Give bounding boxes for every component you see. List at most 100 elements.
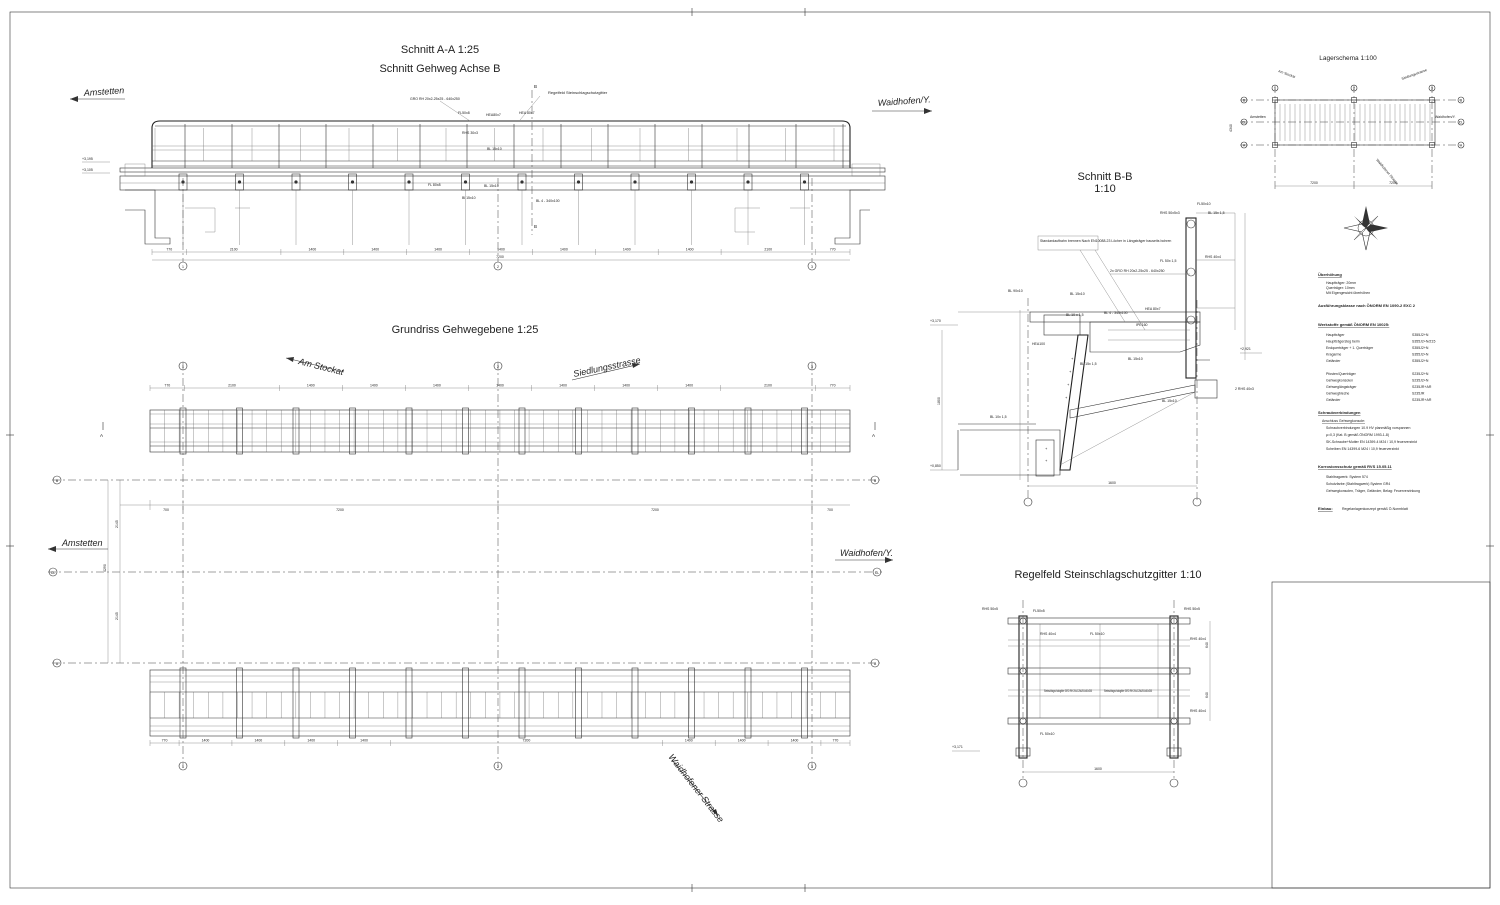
bearing-axis-b-right: B [1460,99,1463,103]
notes-line-1-1: Querträger: 10mm [1326,286,1355,290]
notes-heading-2: Ausführungsklasse nach ÖNORM EN 1090-2 E… [1318,303,1416,308]
dimension-label: 1400 [496,384,504,388]
aa-axis-2: 2 [497,265,499,269]
right-arrowhead-aa [924,108,932,114]
section-bb-title: Schnitt B-B [1077,171,1132,183]
plan-section-mark-right: A [872,433,875,438]
plan-mid-dim-2: 7200 [651,508,659,512]
bearing-label-bottom: Waidhofener Strasse [1375,158,1399,186]
bearing-label-top-0: Am Stockat [1278,69,1296,79]
bearing-grid [1272,97,1435,148]
aa-axis-3: 3 [811,265,813,269]
material-name: Gehwegkonsolen [1326,379,1353,383]
bolt [294,180,298,184]
notes-line-5-1: Schutzfarbe (Stahltragwerk) System GR4 [1326,482,1390,486]
plan-axis-col-3-top: 3 [811,365,813,369]
sheet-frame [9,11,1491,889]
notes-heading-6: Einbau: [1318,506,1333,511]
notes-line-4-1: Schraubverbindungen 10.9 HV planmäßig vo… [1326,426,1410,430]
aa-left-direction: Amstetten [82,85,124,98]
panel-dim-side-1: 640 [1205,692,1209,698]
bb-label-1: BL 15x 1,5 [1208,211,1225,215]
dimension-label: 1400 [360,739,368,743]
svg-text:+: + [1071,356,1074,361]
aa-label-4: FL 80x8 [428,183,441,187]
aa-level-left2: +3,105 [82,168,93,172]
panel-label-1: FL50x5 [1033,609,1045,613]
panel-dim-side-0: 640 [1205,642,1209,648]
dimension-label: 1400 [370,384,378,388]
bb-callout-top: FL50x10 [1197,202,1211,206]
material-grade: S235JR+AR [1412,398,1432,402]
dimension-label: 770 [166,248,172,252]
aa-label-2: RHS 30x3 [462,131,478,135]
notes-line-1-0: Hauptträger: 20mm [1326,281,1356,285]
aa-level-left: +3,195 [82,157,93,161]
aa-label-5: BL 4 - 340x100 [536,199,560,203]
bearing-axis-col-3: 3 [1431,87,1433,91]
material-name: Geländer [1326,359,1341,363]
dimension-label: 1400 [738,739,746,743]
notes-line-5-0: Stahltragwerk: System 574 [1326,475,1368,479]
panel-label-0: RHS 50x5 [982,607,998,611]
svg-text:+: + [1045,446,1048,451]
plan-axis-cl-left: CL [51,571,56,575]
notes-heading-1: Überhöhung [1318,272,1342,277]
panel-label-7: Steinschlagschutzgitter GRO RH 20x2-25x2… [1104,689,1152,693]
bolt [633,180,637,184]
panel-label-8: FL 50x10 [1040,732,1055,736]
bearing-title: Lagerschema 1:100 [1319,55,1377,62]
dimension-label: 1400 [686,248,694,252]
notes-line-6: Regelanlagenkonzept gemäß Ö-Normblatt [1342,507,1408,511]
plan-mid-dim-0: 700 [163,508,169,512]
dimension-label: 7200 [523,739,531,743]
material-grade: S355J2+N [1412,333,1429,337]
material-name: Kragarme [1326,353,1341,357]
material-grade: S235J2+N [1412,372,1429,376]
abutment-right [834,189,870,245]
bb-level-left: +3,170 [930,319,941,323]
panel-top-rail [1007,617,1191,625]
aa-dim-total: 7200 [496,255,504,259]
plan-section-mark-left: A [100,433,103,438]
plan-axis-b-left: B [56,479,59,483]
dimension-label: 1400 [433,384,441,388]
bb-callout-profile: 2x GRO RH 20x2-25x25 - 640x250 [1110,269,1165,273]
bearing-label-top-1: Siedlungsstrasse [1401,68,1427,81]
dimension-label: 2100 [764,248,772,252]
bb-label-7: BL 4 - 340x100 [1104,311,1128,315]
plan-post [575,667,582,739]
aa-section-mark-top: B [534,84,537,89]
aa-label-3: BL 15x10 [487,147,502,151]
left-arrowhead-aa [70,96,78,102]
plan-left-direction: Amstetten [61,538,103,548]
section-aa-subtitle: Schnitt Gehweg Achse B [379,63,500,75]
plan-post [292,667,300,739]
panel-level: +3,171 [952,745,963,749]
notes-line-1-2: Mit Eigengewicht überhöhen [1326,291,1370,295]
dimension-label: 1400 [497,248,505,252]
bearing-label-left: Amstetten [1250,115,1266,119]
svg-text:+: + [1067,382,1070,387]
bb-label-2: FL 50x 1,5 [1160,259,1176,263]
plan-mid-dim-1: 7200 [336,508,344,512]
bb-post [1185,217,1197,379]
bb-label-9: IPE160 [1136,323,1148,327]
svg-text:+: + [1065,395,1068,400]
bb-label-12: BL 15x10 [1128,357,1143,361]
dimension-label: 770 [830,384,836,388]
plan-axis-col-1-top: 1 [182,365,184,369]
bb-label-13: BL 15x10 [1162,399,1177,403]
material-grade: S355J2+N [1412,353,1429,357]
bearing-dim-1: 7200 [1389,181,1397,185]
notes-heading-4: Schraubverbindungen [1318,410,1361,415]
material-name: Hauptträger [1326,333,1345,337]
plan-post [349,667,356,739]
bolt [576,180,581,184]
aa-label-6: Bl 15x10 [462,196,476,200]
bolt [689,180,694,184]
notes-line-4-2: μ=0,3 (Kat. B gemäß ÖNORM 1993-1-8) [1326,433,1389,437]
bb-dim-side: 1800 [937,397,941,405]
plan-axis-col-2-top: 2 [497,365,499,369]
notes-line-4-0: Anschluss Gehwegkonsole: [1322,419,1365,423]
